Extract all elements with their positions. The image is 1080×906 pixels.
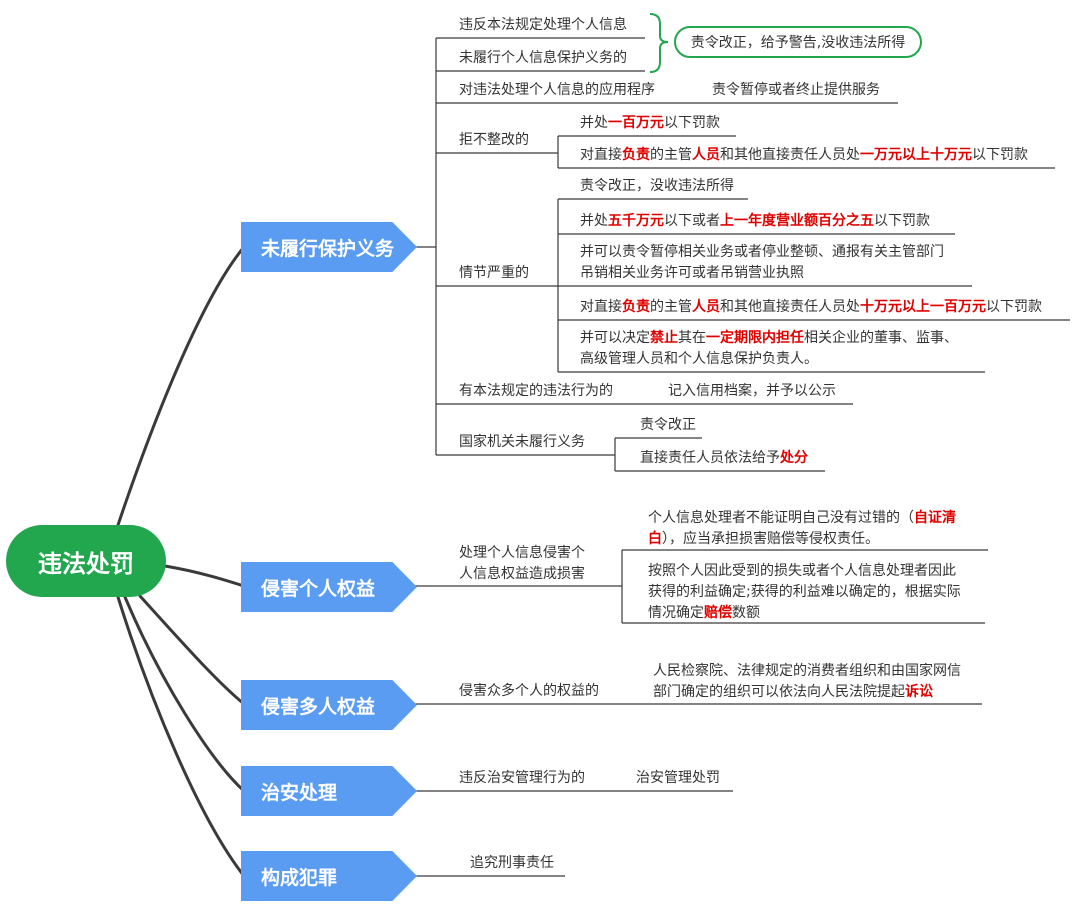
link-root-b4	[123, 595, 246, 793]
node-no-protection-duty: 未履行个人信息保护义务的	[459, 50, 627, 66]
result-ban-position-b: 高级管理人员和个人信息保护负责人。	[580, 351, 818, 367]
node-damage-a: 处理个人信息侵害个	[459, 545, 585, 561]
branch-public-security: 治安处理	[241, 766, 417, 816]
node-refuse-correct: 拒不整改的	[459, 132, 529, 148]
node-serious: 情节严重的	[459, 265, 529, 281]
result-self-prove-a: 个人信息处理者不能证明自己没有过错的（自证清	[648, 510, 956, 526]
node-app-illegal: 对违法处理个人信息的应用程序	[459, 82, 655, 98]
result-credit-record: 记入信用档案，并予以公示	[668, 383, 836, 399]
branch-crime: 构成犯罪	[241, 851, 417, 901]
result-lawsuit-b: 部门确定的组织可以依法向人民法院提起诉讼	[653, 684, 933, 700]
result-public-security-penalty: 治安管理处罚	[636, 770, 720, 786]
result-fine-50m: 并处五千万元以下或者上一年度营业额百分之五以下罚款	[580, 213, 930, 229]
result-lawsuit-a: 人民检察院、法律规定的消费者组织和由国家网信	[653, 663, 961, 679]
result-fine-1m: 并处一百万元以下罚款	[580, 115, 720, 131]
result-correct-confiscate: 责令改正，没收违法所得	[580, 178, 734, 194]
node-many-rights: 侵害众多个人的权益的	[459, 683, 599, 699]
link-root-b3	[138, 594, 246, 706]
result-suspend-business-a: 并可以责令暂停相关业务或者停业整顿、通报有关主管部门	[580, 244, 944, 260]
node-illegal-acts: 有本法规定的违法行为的	[459, 383, 613, 399]
link-root-b5	[116, 595, 246, 878]
node-state-organ: 国家机关未履行义务	[459, 434, 585, 450]
node-criminal-liability: 追究刑事责任	[470, 855, 554, 871]
branch-personal-rights: 侵害个人权益	[241, 562, 417, 612]
result-compensation-a: 按照个人因此受到的损失或者个人信息处理者因此	[648, 563, 956, 579]
result-compensation-b: 获得的利益确定;获得的利益难以确定的，根据实际	[648, 584, 961, 600]
node-illegal-processing: 违反本法规定处理个人信息	[459, 17, 627, 33]
node-public-security: 违反治安管理行为的	[459, 770, 585, 786]
branch-multi-rights: 侵害多人权益	[241, 680, 417, 730]
result-suspend-business-b: 吊销相关业务许可或者吊销营业执照	[580, 265, 804, 281]
result-order-correct: 责令改正	[640, 417, 696, 433]
result-suspend-service: 责令暂停或者终止提供服务	[712, 82, 880, 98]
result-self-prove-b: 白），应当承担损害赔偿等侵权责任。	[648, 531, 879, 547]
result-personnel-fine-10k: 对直接负责的主管人员和其他直接责任人员处一万元以上十万元以下罚款	[580, 147, 1028, 163]
result-ban-position-a: 并可以决定禁止其在一定期限内担任相关企业的董事、监事、	[580, 330, 958, 346]
result-correct-warn: 责令改正，给予警告,没收违法所得	[674, 26, 922, 58]
node-damage-b: 人信息权益造成损害	[459, 566, 585, 582]
link-root-b1	[116, 245, 246, 527]
root-node: 违法处罚	[6, 525, 166, 597]
link-root-b2	[163, 564, 246, 588]
result-personnel-fine-100k: 对直接负责的主管人员和其他直接责任人员处十万元以上一百万元以下罚款	[580, 299, 1042, 315]
result-compensation-c: 情况确定赔偿数额	[648, 605, 760, 621]
branch-protection-duty: 未履行保护义务	[241, 222, 417, 272]
result-sanction: 直接责任人员依法给予处分	[640, 450, 808, 466]
brace-icon	[649, 13, 669, 73]
